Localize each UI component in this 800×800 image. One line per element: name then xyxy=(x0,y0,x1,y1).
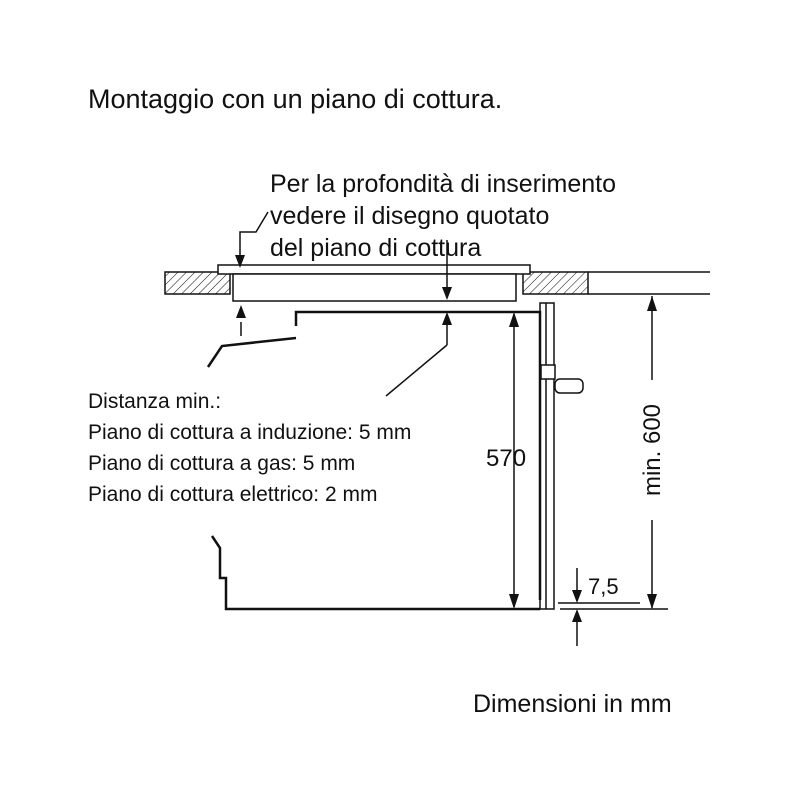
dimension-lines xyxy=(235,211,668,646)
note-line-3: del piano di cottura xyxy=(270,234,482,262)
gas-distance: Piano di cottura a gas: 5 mm xyxy=(88,452,356,475)
note-line-2: vedere il disegno quotato xyxy=(270,202,550,230)
oven-handle xyxy=(554,378,584,394)
min-cabinet-height-label: min. 600 xyxy=(639,404,666,496)
worktop-left xyxy=(164,271,231,295)
insertion-depth-note: Per la profondità di inserimento vedere … xyxy=(270,168,616,264)
cabinet-lines xyxy=(588,271,710,295)
induction-distance: Piano di cottura a induzione: 5 mm xyxy=(88,421,412,444)
worktop-right xyxy=(522,271,589,295)
bottom-gap-label: 7,5 xyxy=(588,574,619,599)
min-distance-block: Distanza min.: Piano di cottura a induzi… xyxy=(88,386,411,510)
oven-front-panel xyxy=(539,302,556,610)
electric-distance: Piano di cottura elettrico: 2 mm xyxy=(88,483,378,506)
units-note: Dimensioni in mm xyxy=(473,690,672,718)
diagram-title: Montaggio con un piano di cottura. xyxy=(88,84,503,114)
oven-height-label: 570 xyxy=(486,445,526,472)
hob xyxy=(217,264,531,302)
min-distance-heading: Distanza min.: xyxy=(88,390,222,413)
note-line-1: Per la profondità di inserimento xyxy=(270,170,617,198)
oven-back-slope xyxy=(206,336,297,368)
